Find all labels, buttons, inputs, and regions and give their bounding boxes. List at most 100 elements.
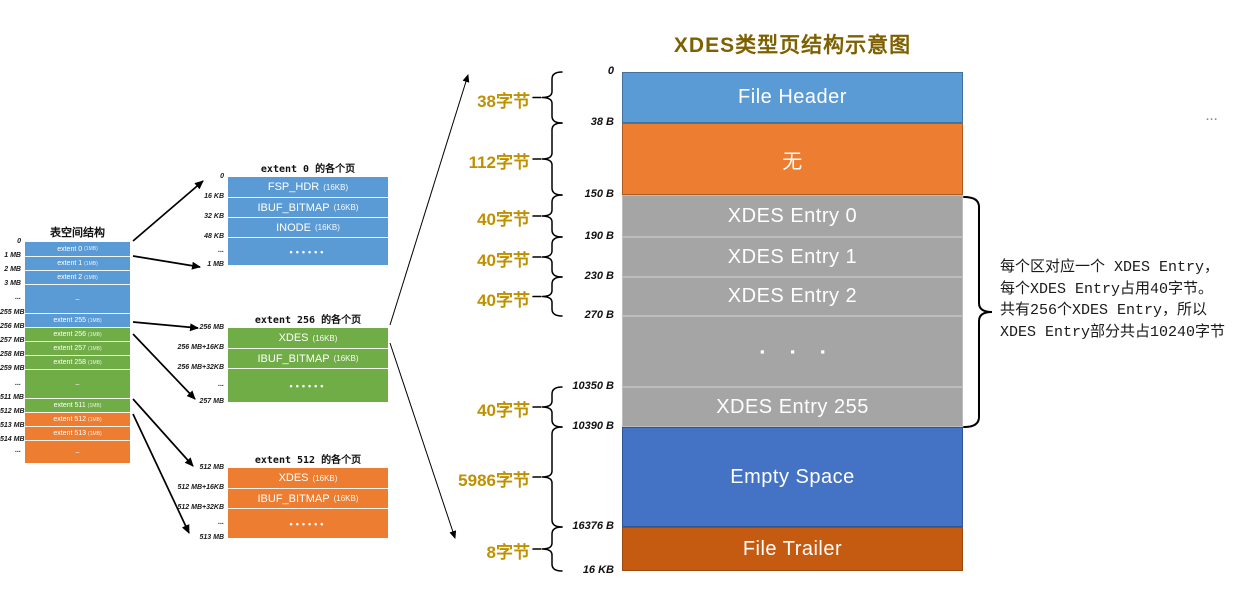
page-row-label: XDES [278,332,309,344]
tablespace-title: 表空间结构 [50,227,105,239]
tablespace-extent-row: extent 512(1MB) [25,412,130,426]
tablespace-offset-label: 512 MB [0,408,25,415]
extent-page-offset-label: 257 MB [199,398,224,405]
extent-page-row: •••••• [228,508,388,538]
tablespace-extent-row: extent 513(1MB) [25,426,130,440]
page-row-size: (16KB) [312,333,338,343]
page-section-label: XDES Entry 0 [727,204,858,227]
section-size-label: 40字节 [477,210,530,229]
tablespace-extent-row: extent 256(1MB) [25,327,130,341]
extent-page-offset-label: ... [218,519,224,526]
extent-row-label: – [75,448,80,456]
extent-row-size: (1MB) [88,317,102,324]
page-row-label: INODE [276,221,311,234]
tablespace-extent-row: extent 2(1MB) [25,270,130,284]
section-size-label: 38字节 [477,91,530,111]
page-section-label: File Trailer [742,537,843,560]
page-row-label: XDES [278,472,309,484]
section-size-label: 40字节 [477,290,530,310]
page-row-label: FSP_HDR [267,181,320,193]
tablespace-extent-row: – [25,440,130,463]
extent-page-offset-label: 256 MB [199,324,224,331]
page-section-xdes-entry-1: XDES Entry 1 [622,237,963,277]
page-offset-label: 16 KB [582,564,614,576]
tablespace-extent-row: extent 258(1MB) [25,355,130,369]
page-row-label: IBUF_BITMAP [257,492,330,505]
page-row-size: (16KB) [314,223,340,232]
tablespace-offset-label: 514 MB [0,436,25,443]
annotation-line: 每个区对应一个 XDES Entry， [1000,259,1220,276]
page-row-label: •••••• [289,246,327,257]
page-section-file-trailer: File Trailer [622,527,963,571]
tablespace-offset-label: 511 MB [0,394,24,401]
extent-row-size: (1MB) [84,274,98,281]
tablespace-offset-label: ... [15,447,21,454]
page-section-file-header: File Header [622,72,963,123]
tablespace-extent-row: extent 0(1MB) [25,242,130,256]
extent-page-offset-label: ... [218,381,224,388]
section-size-label: 112字节 [468,153,530,172]
section-size-label: 40字节 [477,401,530,420]
extent-page-offset-label: 0 [220,173,224,180]
size-brace [541,426,563,528]
xdes-entries-bracket [963,196,993,428]
extent-page-offset-label: 512 MB+32KB [177,504,225,511]
page-offset-label: 150 B [584,188,614,200]
extent-row-label: extent 2 [57,274,83,281]
tablespace-offset-label: ... [15,294,21,301]
annotation-text: 每个区对应一个 XDES Entry， 每个XDES Entry占用40字节。共有… [1000,257,1257,343]
extent-page-row: •••••• [228,237,388,265]
extent-pages-title: extent 256 的各个页 [254,315,362,326]
page-offset-label: 0 [607,65,614,77]
tablespace-offset-label: 1 MB [4,252,21,259]
extent-pages-title: extent 512 的各个页 [254,455,362,466]
page-row-size: (16KB) [333,494,359,503]
extent-row-label: – [75,295,80,303]
page-section-xdes-entry-2: XDES Entry 2 [622,277,963,316]
extent-link-arrow [132,398,194,467]
tablespace-extent-row: extent 257(1MB) [25,341,130,355]
tablespace-offset-label: 258 MB [0,351,25,358]
tablespace-offset-label: 2 MB [4,266,21,273]
extent-row-label: – [75,380,80,388]
page-section-empty-space: Empty Space [622,427,963,527]
page-offset-label: 10350 B [572,380,614,392]
extent-page-offset-label: 48 KB [204,233,224,240]
extent-page-row: IBUF_BITMAP(16KB) [228,197,388,217]
tablespace-offset-label: 255 MB [0,309,25,316]
annotation-line: 共有256个XDES Entry，所以 [1000,302,1208,319]
extent-row-label: extent 256 [53,331,87,338]
page-row-label: IBUF_BITMAP [257,352,330,365]
extent-page-offset-label: 16 KB [204,193,224,200]
page-section-label: File Header [738,86,847,108]
extent-row-size: (1MB) [88,416,102,423]
diagram-title: XDES类型页结构示意图 [673,34,912,57]
tablespace-offset-label: 259 MB [0,365,25,372]
page-section-xdes-entry-0: XDES Entry 0 [622,195,963,237]
page-section-label: XDES Entry 255 [716,395,869,418]
extent-row-label: extent 1 [57,260,83,267]
page-offset-label: 270 B [584,309,614,321]
page-section-label: 无 [782,150,803,173]
tablespace-offset-label: 0 [17,238,21,245]
page-offset-label: 10390 B [572,420,614,432]
page-offset-label: 190 B [584,230,614,242]
extent-page-row: XDES(16KB) [228,328,388,348]
tablespace-extent-row: extent 511(1MB) [25,398,130,412]
tablespace-offset-label: 513 MB [0,422,25,429]
ellipsis-note: ... [1206,111,1219,123]
extent-row-size: (1MB) [88,345,102,352]
page-offset-label: 38 B [590,116,614,128]
annotation-line: 每个XDES Entry占用40字节。 [1000,280,1214,298]
extent-pages-title: extent 0 的各个页 [260,164,356,175]
page-section-dots: 无 [622,123,963,195]
extent-page-row: IBUF_BITMAP(16KB) [228,348,388,368]
extent-row-size: (1MB) [84,260,98,267]
extent-row-label: extent 255 [53,317,87,324]
section-size-label: 40字节 [477,251,530,270]
extent-page-offset-label: 256 MB+32KB [177,364,225,371]
tablespace-offset-label: 3 MB [4,280,21,287]
extent-page-offset-label: 512 MB [199,464,224,471]
extent-row-size: (1MB) [88,359,102,366]
extent-row-label: extent 258 [53,359,87,366]
